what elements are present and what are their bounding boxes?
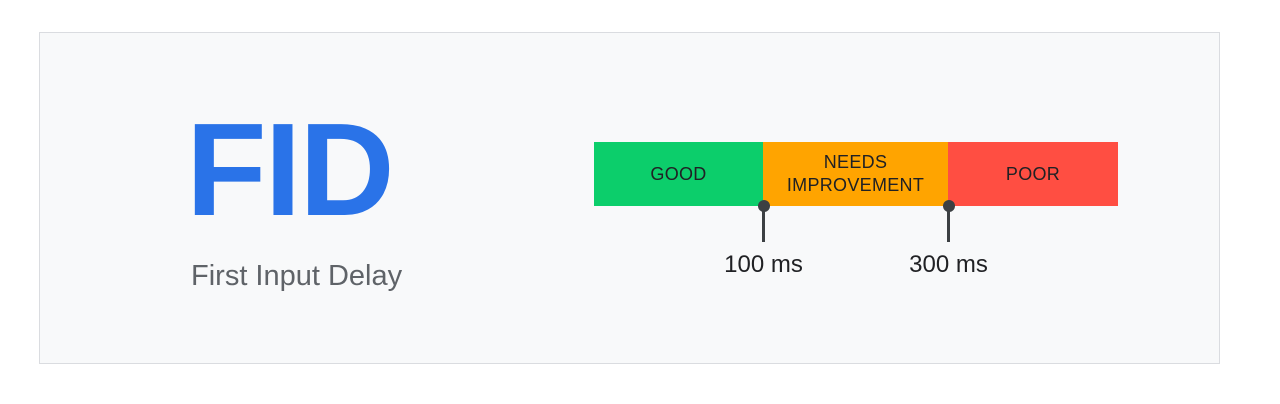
threshold-marker-100-stem [762, 206, 765, 242]
metric-full-name: First Input Delay [191, 260, 403, 292]
threshold-marker-100-dot [757, 200, 770, 212]
threshold-scale-bar: GOOD NEEDS IMPROVEMENT POOR [594, 142, 1118, 206]
threshold-label-300: 300 ms [909, 251, 988, 278]
metric-abbreviation: FID [186, 96, 395, 243]
threshold-label-100: 100 ms [724, 251, 803, 278]
segment-good: GOOD [594, 142, 763, 206]
threshold-marker-300-dot [942, 200, 955, 212]
segment-needs-improvement: NEEDS IMPROVEMENT [763, 142, 948, 206]
segment-poor: POOR [948, 142, 1118, 206]
threshold-marker-300-stem [947, 206, 950, 242]
